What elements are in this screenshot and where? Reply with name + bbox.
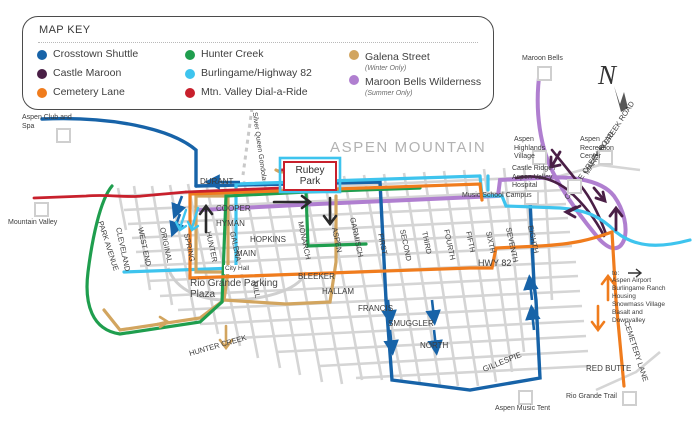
map-key-column-2: Hunter Creek Burlingame/Highway 82 Mtn. … bbox=[185, 47, 349, 104]
rubey-park-label[interactable]: Rubey Park bbox=[284, 162, 336, 190]
poi-marker-music-school-campus[interactable] bbox=[524, 190, 539, 205]
legend-label-maroon-bells-wilderness: Maroon Bells Wilderness bbox=[365, 76, 482, 88]
destination-item-snowmass-village: Snowmass Village bbox=[612, 301, 665, 308]
destinations-header: to: bbox=[612, 270, 620, 277]
legend-label-castle-maroon: Castle Maroon bbox=[53, 67, 122, 79]
legend-swatch-burlingame-hwy82 bbox=[185, 69, 195, 79]
legend-swatch-mtn-valley-dial-a-ride bbox=[185, 88, 195, 98]
map-key-divider bbox=[38, 42, 478, 43]
legend-label-burlingame-hwy82: Burlingame/Highway 82 bbox=[201, 67, 312, 79]
poi-label-aspen-recreation-center: Aspen Recreation Center bbox=[580, 136, 614, 160]
poi-label-rio-grande-trail: Rio Grande Trail bbox=[566, 393, 617, 400]
poi-marker-castle-ridge-aspen-valley-hospital[interactable] bbox=[567, 179, 582, 194]
route-galena-street[interactable] bbox=[102, 168, 338, 332]
gondola-line bbox=[241, 107, 254, 176]
legend-item-hunter-creek[interactable]: Hunter Creek bbox=[185, 47, 349, 66]
destination-item-aspen-airport: Aspen Airport bbox=[612, 277, 652, 284]
svg-text:FIFTH: FIFTH bbox=[464, 231, 477, 254]
poi-marker-aspen-highlands-village[interactable] bbox=[532, 150, 547, 165]
poi-label-maroon-bells: Maroon Bells bbox=[522, 55, 563, 62]
destinations-list: to: Aspen Airport Burlingame Ranch Housi… bbox=[612, 270, 666, 325]
svg-text:HALLAM: HALLAM bbox=[322, 287, 354, 296]
legend-swatch-hunter-creek bbox=[185, 50, 195, 60]
legend-swatch-crosstown-shuttle bbox=[37, 50, 47, 60]
poi-label-castle-ridge-aspen-valley-hospital: Castle Ridge / Aspen Valley Hospital bbox=[512, 165, 556, 189]
svg-text:BLEEKER: BLEEKER bbox=[298, 272, 335, 281]
rubey-park-text: Rubey Park bbox=[295, 165, 325, 187]
svg-text:HYMAN: HYMAN bbox=[216, 219, 245, 228]
legend-swatch-galena-street bbox=[349, 50, 359, 60]
map-key-column-1: Crosstown Shuttle Castle Maroon Cemetery… bbox=[37, 47, 185, 104]
legend-swatch-cemetery-lane bbox=[37, 88, 47, 98]
legend-label-hunter-creek: Hunter Creek bbox=[201, 48, 264, 60]
svg-text:GARMISCH: GARMISCH bbox=[348, 217, 365, 258]
map-key-columns: Crosstown Shuttle Castle Maroon Cemetery… bbox=[37, 47, 489, 104]
rio-grande-parking-plaza-label: Rio Grande Parking Plaza bbox=[190, 278, 278, 300]
poi-marker-aspen-music-tent[interactable] bbox=[518, 390, 533, 405]
poi-marker-aspen-recreation-center[interactable] bbox=[598, 150, 613, 165]
legend-label-mtn-valley-dial-a-ride: Mtn. Valley Dial-a-Ride bbox=[201, 86, 308, 98]
city-hall-label: City Hall bbox=[224, 265, 251, 274]
legend-item-cemetery-lane[interactable]: Cemetery Lane bbox=[37, 85, 185, 104]
svg-text:RED BUTTE: RED BUTTE bbox=[586, 364, 631, 373]
legend-label-cemetery-lane: Cemetery Lane bbox=[53, 86, 125, 98]
destination-item-basalt-and-downvalley: Basalt and Downvalley bbox=[612, 309, 646, 324]
direction-arrows bbox=[148, 150, 624, 356]
svg-text:ORIGINAL: ORIGINAL bbox=[158, 227, 174, 264]
poi-label-aspen-highlands-village: Aspen Highlands Village bbox=[514, 136, 546, 160]
legend-note-maroon-bells-wilderness: (Summer Only) bbox=[365, 90, 413, 97]
destinations-arrow-icon bbox=[628, 268, 643, 278]
destination-item-burlingame-ranch-housing: Burlingame Ranch Housing bbox=[612, 285, 666, 300]
compass-needle bbox=[614, 86, 628, 112]
legend-label-crosstown-shuttle: Crosstown Shuttle bbox=[53, 48, 139, 60]
svg-text:NORTH: NORTH bbox=[420, 341, 449, 350]
legend-item-burlingame-hwy82[interactable]: Burlingame/Highway 82 bbox=[185, 66, 349, 85]
poi-marker-mountain-valley[interactable] bbox=[34, 202, 49, 217]
svg-text:ASPEN: ASPEN bbox=[330, 227, 344, 254]
svg-text:MILL: MILL bbox=[250, 281, 262, 299]
map-key-column-3: Galena Street (Winter Only) Maroon Bells… bbox=[349, 47, 489, 104]
svg-text:FRANCIS: FRANCIS bbox=[358, 304, 393, 313]
svg-text:SIXTH: SIXTH bbox=[484, 231, 497, 254]
svg-text:EIGHTH: EIGHTH bbox=[526, 225, 541, 255]
poi-label-music-school-campus: Music School Campus bbox=[462, 192, 532, 199]
poi-marker-maroon-bells[interactable] bbox=[537, 66, 552, 81]
svg-text:HOPKINS: HOPKINS bbox=[250, 235, 286, 244]
compass-rose: N bbox=[598, 60, 617, 90]
legend-item-maroon-bells-wilderness[interactable]: Maroon Bells Wilderness (Summer Only) bbox=[349, 72, 489, 97]
legend-note-galena-street: (Winter Only) bbox=[365, 65, 407, 72]
legend-item-crosstown-shuttle[interactable]: Crosstown Shuttle bbox=[37, 47, 185, 66]
poi-marker-rio-grande-trail[interactable] bbox=[622, 391, 637, 406]
svg-text:SECOND: SECOND bbox=[398, 229, 414, 263]
svg-text:COOPER: COOPER bbox=[216, 204, 251, 213]
poi-label-aspen-music-tent: Aspen Music Tent bbox=[495, 405, 551, 412]
poi-label-mountain-valley: Mountain Valley bbox=[8, 219, 58, 226]
poi-label-aspen-club-and-spa: Aspen Club and Spa bbox=[22, 114, 72, 130]
svg-text:HWY 82: HWY 82 bbox=[478, 258, 511, 268]
poi-marker-aspen-club-and-spa[interactable] bbox=[56, 128, 71, 143]
rubey-park-block[interactable] bbox=[278, 156, 342, 194]
aspen-mountain-label: ASPEN MOUNTAIN bbox=[330, 139, 487, 156]
legend-item-mtn-valley-dial-a-ride[interactable]: Mtn. Valley Dial-a-Ride bbox=[185, 85, 349, 104]
legend-label-galena-street: Galena Street bbox=[365, 51, 430, 63]
svg-text:FIRST: FIRST bbox=[376, 233, 389, 256]
svg-text:MAIN: MAIN bbox=[236, 249, 256, 258]
map-key-panel: MAP KEY Crosstown Shuttle Castle Maroon … bbox=[22, 16, 494, 110]
legend-item-galena-street[interactable]: Galena Street (Winter Only) bbox=[349, 47, 489, 72]
legend-swatch-castle-maroon bbox=[37, 69, 47, 79]
svg-text:SMUGGLER: SMUGGLER bbox=[388, 319, 434, 328]
legend-swatch-maroon-bells-wilderness bbox=[349, 75, 359, 85]
svg-text:WEST END: WEST END bbox=[136, 227, 153, 268]
svg-text:HUNTER CREEK: HUNTER CREEK bbox=[188, 333, 247, 358]
legend-item-castle-maroon[interactable]: Castle Maroon bbox=[37, 66, 185, 85]
svg-text:DURANT: DURANT bbox=[200, 177, 233, 186]
map-key-title: MAP KEY bbox=[39, 24, 91, 36]
street-grid-base bbox=[116, 163, 661, 392]
